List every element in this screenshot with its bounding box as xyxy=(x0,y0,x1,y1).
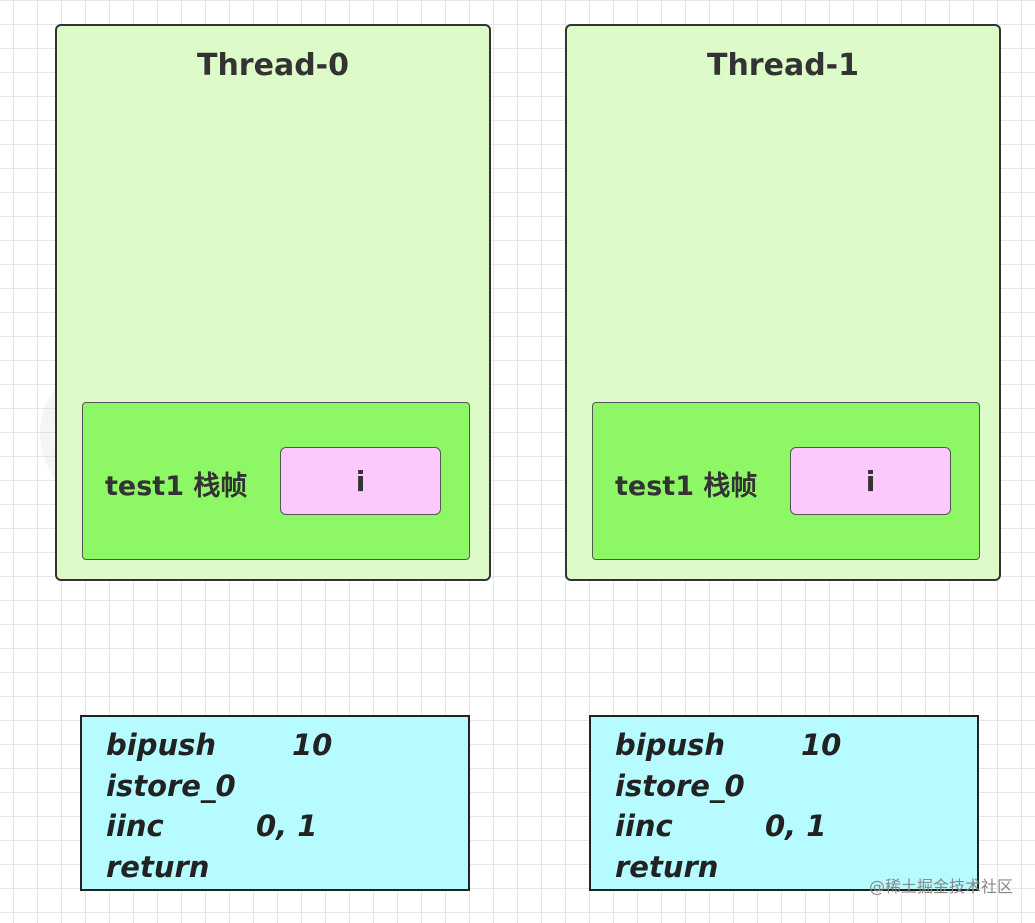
bytecode-op: istore_0 xyxy=(615,768,745,803)
thread-0-box: Thread-0 test1 栈帧 i xyxy=(55,24,491,581)
bytecode-arg: 0, 1 xyxy=(765,809,827,843)
bytecode-op: return xyxy=(615,849,719,884)
bytecode-arg: 10 xyxy=(801,728,842,762)
bytecode-op: iinc xyxy=(106,809,164,843)
bytecode-line: bipush 10 xyxy=(615,725,977,766)
thread-1-box: Thread-1 test1 栈帧 i xyxy=(565,24,1001,581)
bytecode-op: istore_0 xyxy=(106,768,236,803)
bytecode-op: return xyxy=(106,849,210,884)
thread-1-local-variable: i xyxy=(790,447,951,515)
bytecode-op: bipush xyxy=(106,728,217,762)
bytecode-line: bipush 10 xyxy=(106,725,468,766)
bytecode-line: return xyxy=(615,847,977,888)
thread-0-stack-frame: test1 栈帧 i xyxy=(82,402,470,560)
bytecode-line: iinc 0, 1 xyxy=(615,806,977,847)
bytecode-line: return xyxy=(106,847,468,888)
bytecode-op: bipush xyxy=(615,728,726,762)
thread-0-local-variable: i xyxy=(280,447,441,515)
thread-0-title: Thread-0 xyxy=(196,48,349,83)
thread-0-bytecode: bipush 10 istore_0 iinc 0, 1 return xyxy=(80,715,470,891)
bytecode-line: istore_0 xyxy=(106,766,468,807)
thread-0-frame-label: test1 栈帧 xyxy=(105,471,248,502)
thread-1-frame-label: test1 栈帧 xyxy=(615,471,758,502)
bytecode-line: iinc 0, 1 xyxy=(106,806,468,847)
bytecode-line: istore_0 xyxy=(615,766,977,807)
bytecode-arg: 0, 1 xyxy=(256,809,318,843)
thread-1-stack-frame: test1 栈帧 i xyxy=(592,402,980,560)
thread-1-title: Thread-1 xyxy=(706,48,859,83)
watermark-text: @稀土掘金技术社区 xyxy=(868,877,1013,896)
thread-1-bytecode: bipush 10 istore_0 iinc 0, 1 return xyxy=(589,715,979,891)
bytecode-arg: 10 xyxy=(292,728,333,762)
bytecode-op: iinc xyxy=(615,809,673,843)
